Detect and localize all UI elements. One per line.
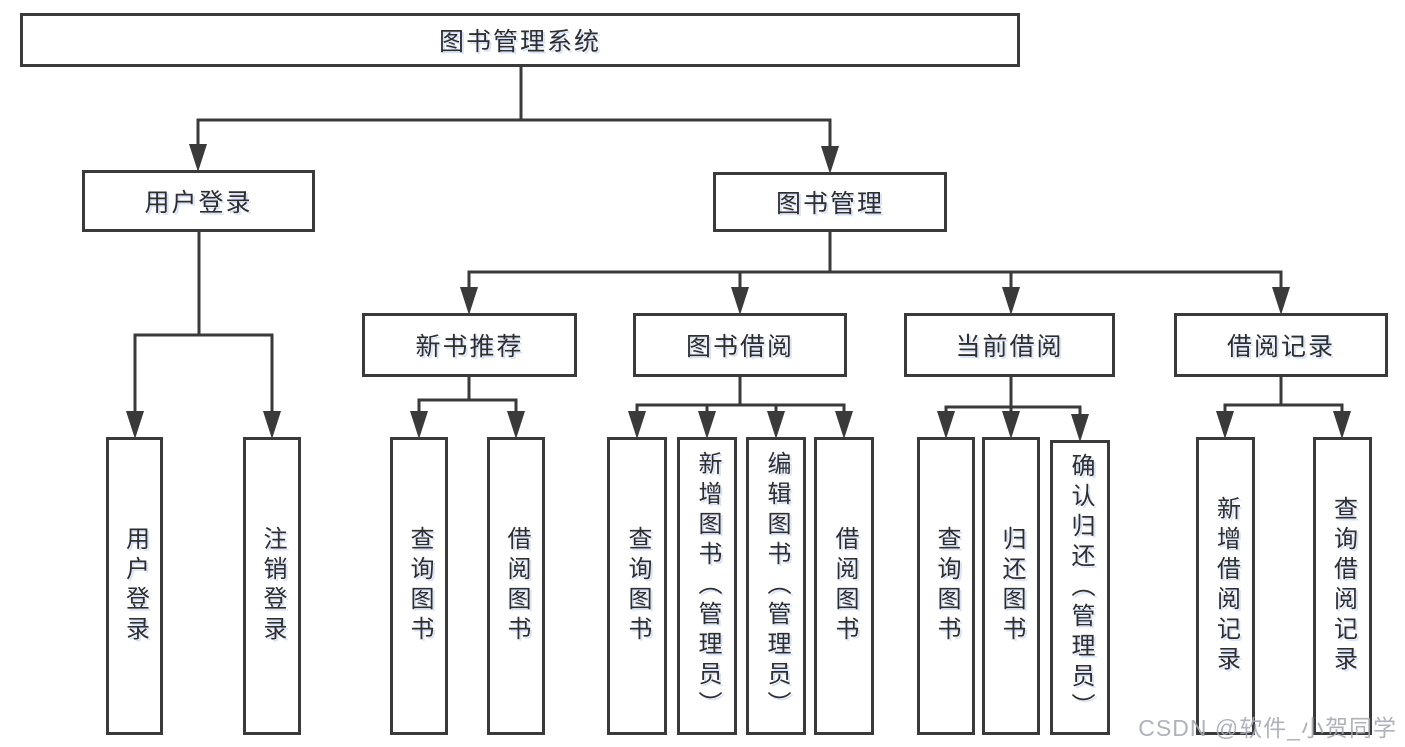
connector-root-to-level2 [189,65,839,174]
connector-new-book-branch [410,375,525,439]
leaf-borrow-books: 借阅图书 [814,437,874,735]
node-label: 用户登录 [144,189,253,217]
leaf-add-borrow-record: 新增借阅记录 [1196,437,1255,735]
leaf-label: 用户登录 [121,526,149,646]
leaf-query-books-borrow: 查询图书 [607,437,667,735]
csdn-watermark: CSDN @软件_小贺同学 [1138,715,1397,741]
leaf-label: 确认归还（管理员） [1067,452,1094,723]
node-label: 图书管理 [775,190,884,218]
connector-borrow-record-branch [1216,375,1351,439]
connector-current-borrow-branch [937,375,1089,442]
leaf-label: 新增借阅记录 [1212,496,1240,676]
leaf-label: 借阅图书 [503,526,530,646]
node-borrowing-records: 借阅记录 [1174,313,1388,377]
node-user-login: 用户登录 [82,170,315,232]
leaf-label: 查询图书 [406,526,433,646]
node-label: 当前借阅 [955,333,1064,361]
node-book-borrowing: 图书借阅 [633,313,847,377]
leaf-query-borrow-record: 查询借阅记录 [1313,437,1372,735]
node-root-library-system: 图书管理系统 [20,13,1020,67]
leaf-logout: 注销登录 [243,437,301,735]
node-new-book-recommendation: 新书推荐 [362,313,577,377]
leaf-label: 注销登录 [259,526,286,646]
node-current-borrowing: 当前借阅 [904,313,1115,377]
leaf-add-books-admin: 新增图书（管理员） [677,437,737,735]
leaf-label: 借阅图书 [831,526,858,646]
leaf-label: 查询借阅记录 [1329,496,1357,676]
node-label: 图书管理系统 [438,28,601,56]
node-label: 新书推荐 [415,333,524,361]
leaf-label: 查询图书 [624,526,651,646]
connector-user-login-branch [126,230,281,439]
leaf-confirm-return-admin: 确认归还（管理员） [1050,440,1110,735]
leaf-return-books: 归还图书 [982,437,1040,735]
connector-book-management-branch [460,230,1290,315]
leaf-borrow-books-recommend: 借阅图书 [487,437,545,735]
node-label: 借阅记录 [1226,333,1335,361]
connector-book-borrow-branch [628,375,853,439]
leaf-edit-books-admin: 编辑图书（管理员） [746,437,806,735]
node-book-management: 图书管理 [713,172,947,232]
node-label: 图书借阅 [685,333,794,361]
leaf-label: 编辑图书（管理员） [763,451,790,721]
leaf-user-login: 用户登录 [106,437,163,735]
leaf-query-books-recommend: 查询图书 [390,437,448,735]
leaf-label: 查询图书 [933,526,960,646]
leaf-label: 新增图书（管理员） [694,451,721,721]
leaf-label: 归还图书 [998,526,1025,646]
leaf-query-books-current: 查询图书 [917,437,975,735]
